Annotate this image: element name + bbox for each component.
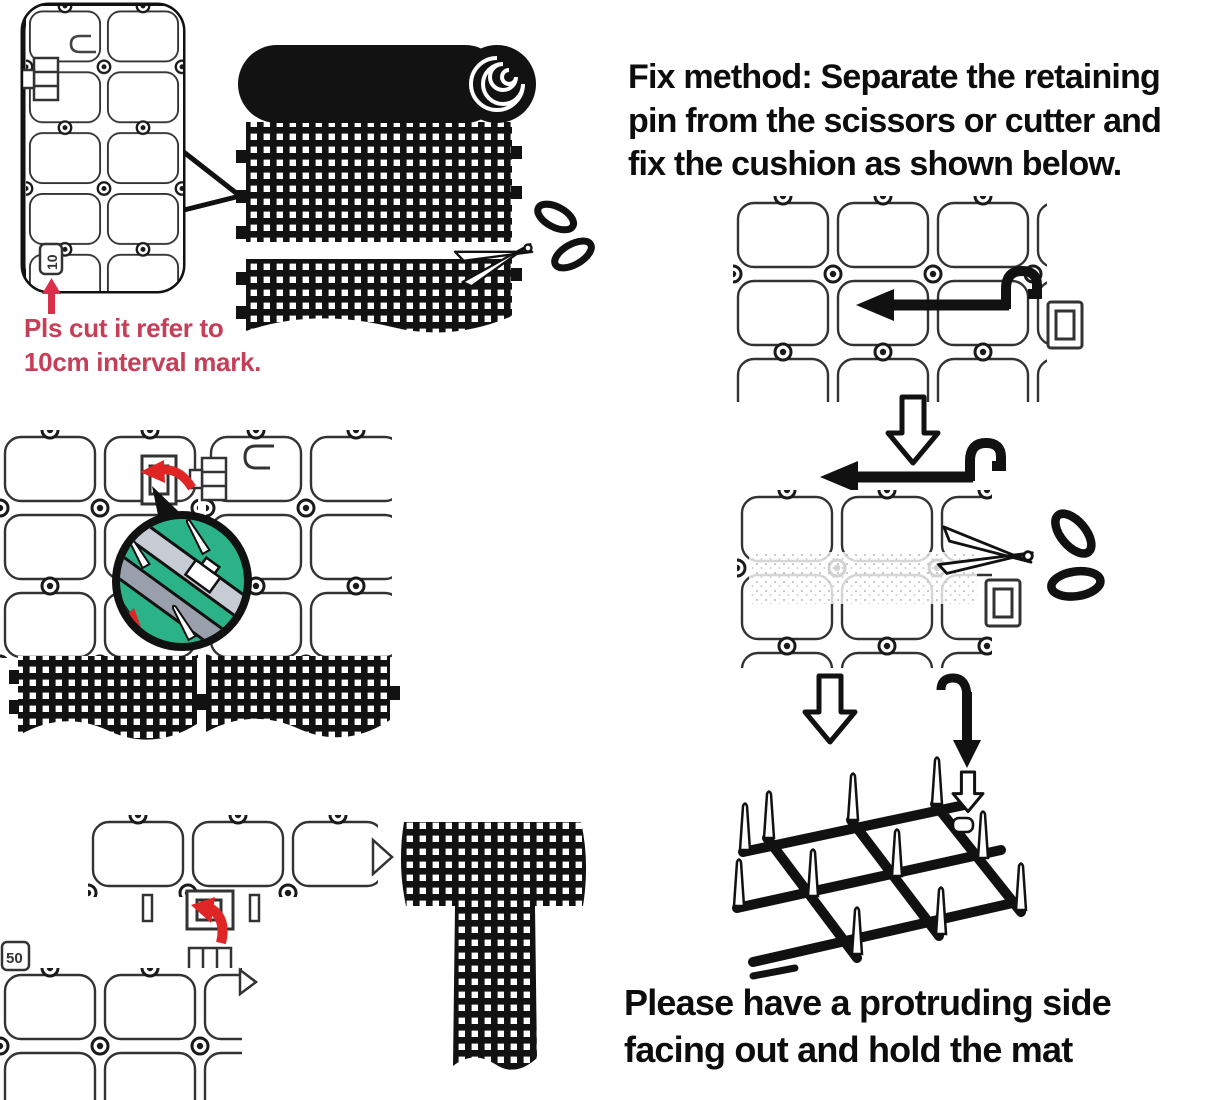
dense-mesh-panels <box>9 656 400 740</box>
edge-tabs <box>236 146 522 319</box>
cut-note-line2: 10cm interval mark. <box>24 346 262 377</box>
mat-back-bubble-diagram: 10 <box>20 2 243 314</box>
step1-mesh-diagram <box>733 196 1084 402</box>
edge-clip-icon <box>984 578 1022 628</box>
fix-method-line3: fix the cushion as shown below. <box>628 145 1122 184</box>
interval-mark-50-label: 50 <box>6 950 23 967</box>
step2-mesh-diagram <box>737 427 1113 668</box>
fix-method-text: Fix method: Separate the retaining pin f… <box>628 56 1162 187</box>
t-shaped-mesh <box>400 822 587 1070</box>
spike-mat-diagram <box>732 756 1028 980</box>
vertical-join-diagram: 50 <box>0 815 394 1100</box>
fix-method-line1: Fix method: Separate the retaining <box>628 58 1161 96</box>
protrude-line1: Please have a protruding side <box>624 982 1112 1023</box>
red-up-arrow-icon <box>42 278 61 314</box>
protrude-note-text: Please have a protruding side facing out… <box>624 980 1112 1074</box>
panel-joint-diagram <box>0 430 392 658</box>
hook-edge-icon <box>243 444 274 470</box>
interval-mark-tag: 50 <box>0 940 31 972</box>
snap-clip <box>183 555 223 594</box>
retaining-pin <box>951 816 975 834</box>
roll-spiral-icon <box>469 56 525 112</box>
rolled-mat <box>238 45 504 123</box>
interval-mark-tag: 10 <box>38 242 64 276</box>
protrude-line2: facing out and hold the mat <box>624 1028 1073 1070</box>
cut-note-text: Pls cut it refer to 10cm interval mark. <box>24 312 261 380</box>
interval-mark-10-label: 10 <box>44 254 60 270</box>
magnifier-circle-icon <box>112 486 252 651</box>
down-arrow-icon <box>805 676 855 742</box>
hook-edge-icon <box>69 34 96 54</box>
hook-pin-down-arrow-icon <box>941 678 981 768</box>
red-curved-arrow-icon <box>140 460 196 491</box>
cut-note-line1: Pls cut it refer to <box>24 313 224 343</box>
red-curved-arrow-icon <box>191 897 228 945</box>
fix-method-line2: pin from the scissors or cutter and <box>628 101 1162 140</box>
edge-clip-icon <box>1046 300 1084 350</box>
down-arrow-icon <box>888 397 938 463</box>
roll-cut-diagram <box>236 45 598 333</box>
